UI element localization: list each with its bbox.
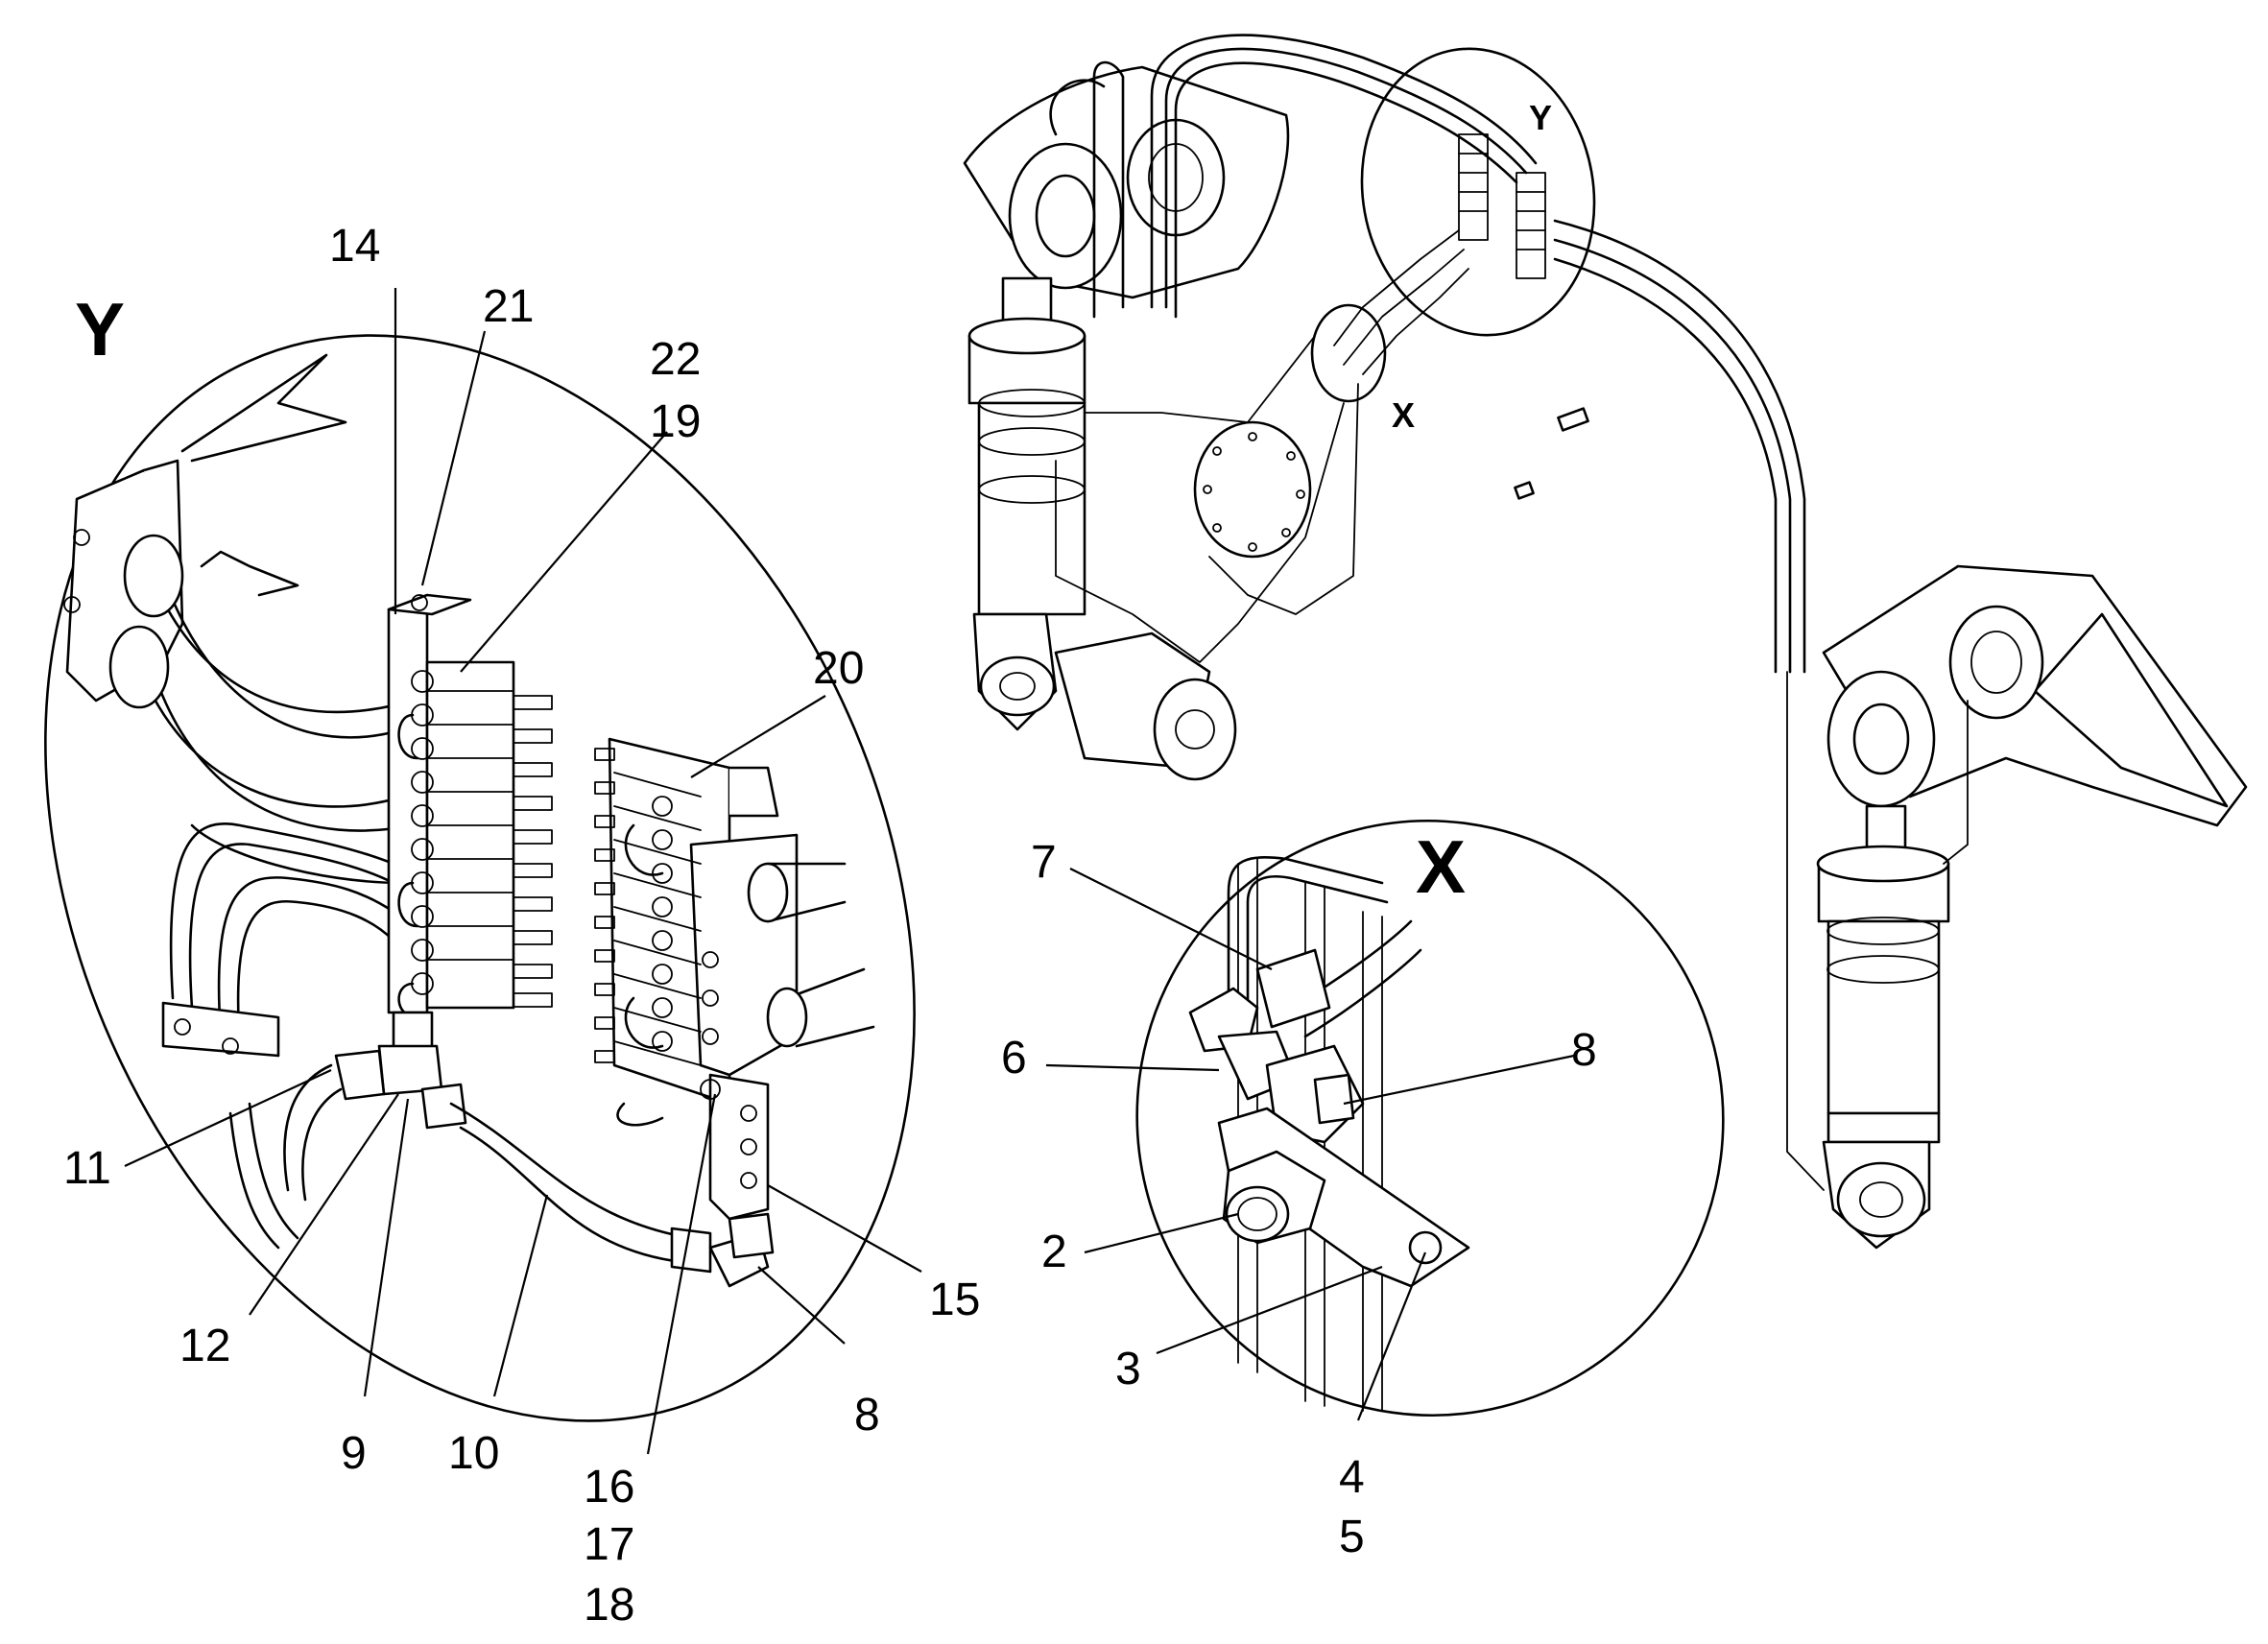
callout-9: 9: [341, 1428, 367, 1479]
leader-19: [460, 431, 668, 673]
callout-19: 19: [650, 396, 701, 447]
distributor-block-left: [334, 593, 553, 1130]
leader-11: [124, 1069, 332, 1167]
right-cylinder: [1816, 804, 1950, 1250]
distributor-block-right: [594, 737, 875, 1221]
leader-20: [690, 695, 826, 778]
detail-x-title: X: [1416, 824, 1466, 909]
callout-16: 16: [584, 1462, 634, 1513]
hose-assembly-10: [283, 1063, 775, 1288]
overview-y-marker: Y: [1529, 98, 1552, 137]
cover-plate: [1193, 420, 1312, 559]
callout-10: 10: [448, 1428, 499, 1479]
leader-12: [249, 1093, 399, 1316]
left-lever: [963, 65, 1290, 299]
callout-21: 21: [483, 281, 534, 332]
leader-15: [767, 1184, 922, 1273]
callout-6: 6: [1001, 1033, 1027, 1084]
callout-7: 7: [1031, 837, 1057, 888]
detail-view-y: Y: [44, 221, 980, 1631]
overview-x-circle: [1310, 303, 1387, 403]
callouts-y: 14 21 22 19 20 11 12 9 10 16 17 18 8 15: [63, 221, 980, 1631]
arc-hose: [1150, 34, 1538, 309]
callout-14: 14: [329, 221, 380, 272]
bolt-4: [1408, 1230, 1443, 1265]
callout-11: 11: [63, 1143, 111, 1194]
callout-3: 3: [1115, 1344, 1141, 1394]
callouts-x: 7 6 8 2 3 4 5: [1001, 837, 1597, 1562]
leader-8-y: [757, 1266, 846, 1345]
overview-assembly: Y X: [963, 34, 2248, 1250]
hose-bundle: [108, 534, 415, 1250]
callout-20: 20: [813, 643, 864, 694]
detail-x-boundary: [1135, 819, 1725, 1418]
overview-manifolds: [1458, 133, 1546, 279]
overview-y-circle: [1360, 47, 1596, 337]
callout-12: 12: [179, 1321, 230, 1371]
leader-10: [492, 1194, 549, 1397]
callout-8-x: 8: [1571, 1025, 1597, 1076]
callout-5: 5: [1339, 1512, 1365, 1562]
callout-15: 15: [929, 1275, 980, 1325]
callout-18: 18: [584, 1580, 634, 1631]
hose-clamp-bracket: [63, 353, 347, 703]
leader-9: [363, 1098, 410, 1397]
hose-top: [1227, 856, 1384, 1019]
overview-x-marker: X: [1392, 395, 1415, 435]
callout-4: 4: [1339, 1452, 1365, 1503]
leader-16: [646, 1093, 717, 1455]
arc-hose-right: [1553, 219, 1806, 674]
detail-view-x: X: [1001, 819, 1725, 1562]
detail-y-title: Y: [75, 287, 125, 371]
callout-17: 17: [584, 1519, 634, 1570]
detail-y-boundary: [44, 334, 916, 1422]
hose-end-7: [1255, 948, 1331, 1029]
leader-21: [420, 330, 487, 586]
callout-2: 2: [1041, 1227, 1067, 1277]
callout-8-y: 8: [854, 1390, 880, 1441]
callout-22: 22: [650, 334, 701, 385]
left-cylinder: [967, 276, 1086, 731]
